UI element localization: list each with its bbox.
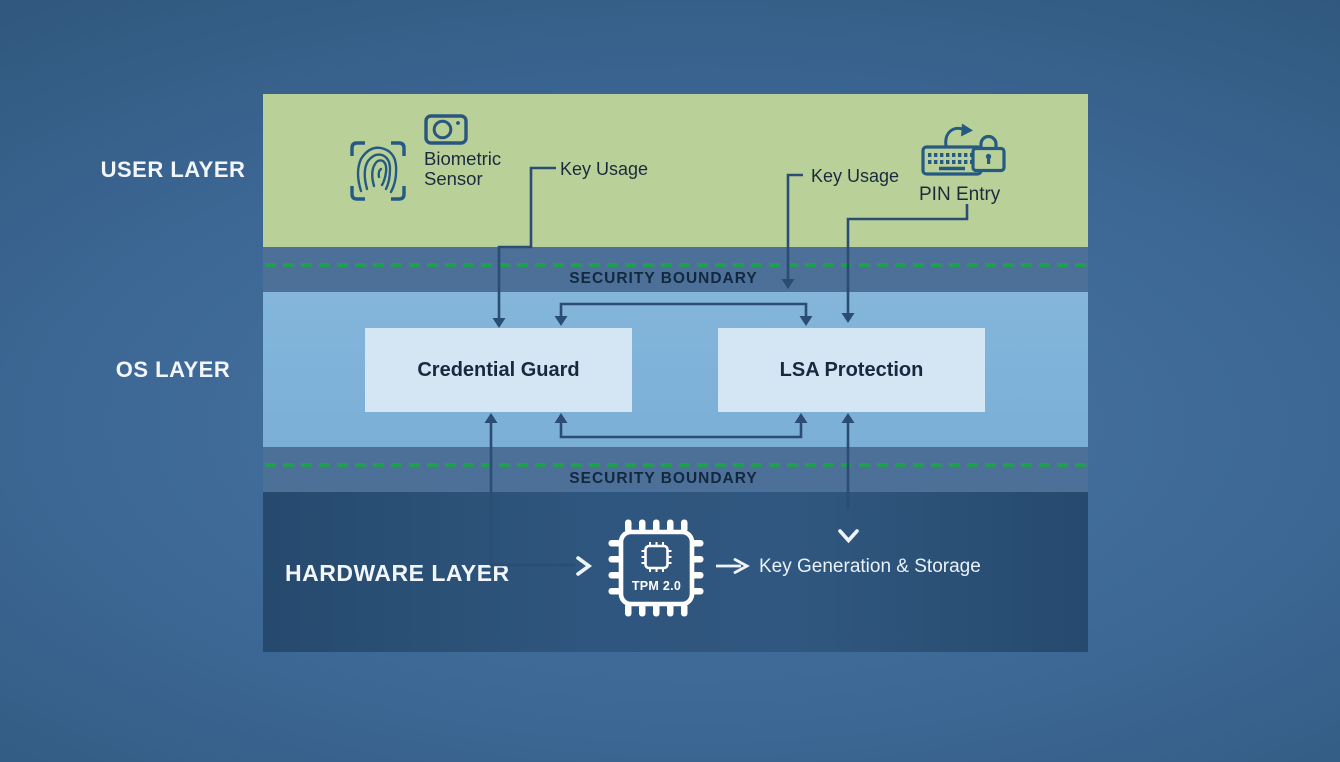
biometric-sensor-label-line2: Sensor [424, 168, 483, 189]
security-boundary-strip-lower: SECURITY BOUNDARY [263, 447, 1088, 492]
key-usage-label-right: Key Usage [811, 166, 900, 186]
pin-entry-label: PIN Entry [919, 184, 1001, 205]
user-layer-band [263, 94, 1088, 247]
security-boundary-label: SECURITY BOUNDARY [569, 270, 758, 287]
security-boundary-strip-upper: SECURITY BOUNDARY [263, 247, 1088, 292]
key-usage-label-left: Key Usage [560, 159, 649, 179]
tpm-chip-label: TPM 2.0 [631, 579, 682, 593]
user-layer-label: USER LAYER [100, 157, 246, 182]
lsa-protection-label: LSA Protection [779, 358, 924, 381]
key-generation-storage-label: Key Generation & Storage [759, 556, 981, 577]
biometric-sensor-label-line1: Biometric [424, 148, 502, 169]
lsa-protection-box: LSA Protection [718, 328, 985, 412]
credential-guard-label: Credential Guard [417, 358, 580, 381]
hardware-layer-label: HARDWARE LAYER [285, 560, 510, 586]
biometric-sensor-label: Biometric Sensor [424, 149, 501, 189]
os-layer-label: OS LAYER [115, 357, 231, 382]
security-boundary-label: SECURITY BOUNDARY [569, 470, 758, 487]
credential-guard-box: Credential Guard [365, 328, 632, 412]
security-boundary-dashed-line [265, 463, 1086, 467]
security-boundary-dashed-line [265, 263, 1086, 267]
